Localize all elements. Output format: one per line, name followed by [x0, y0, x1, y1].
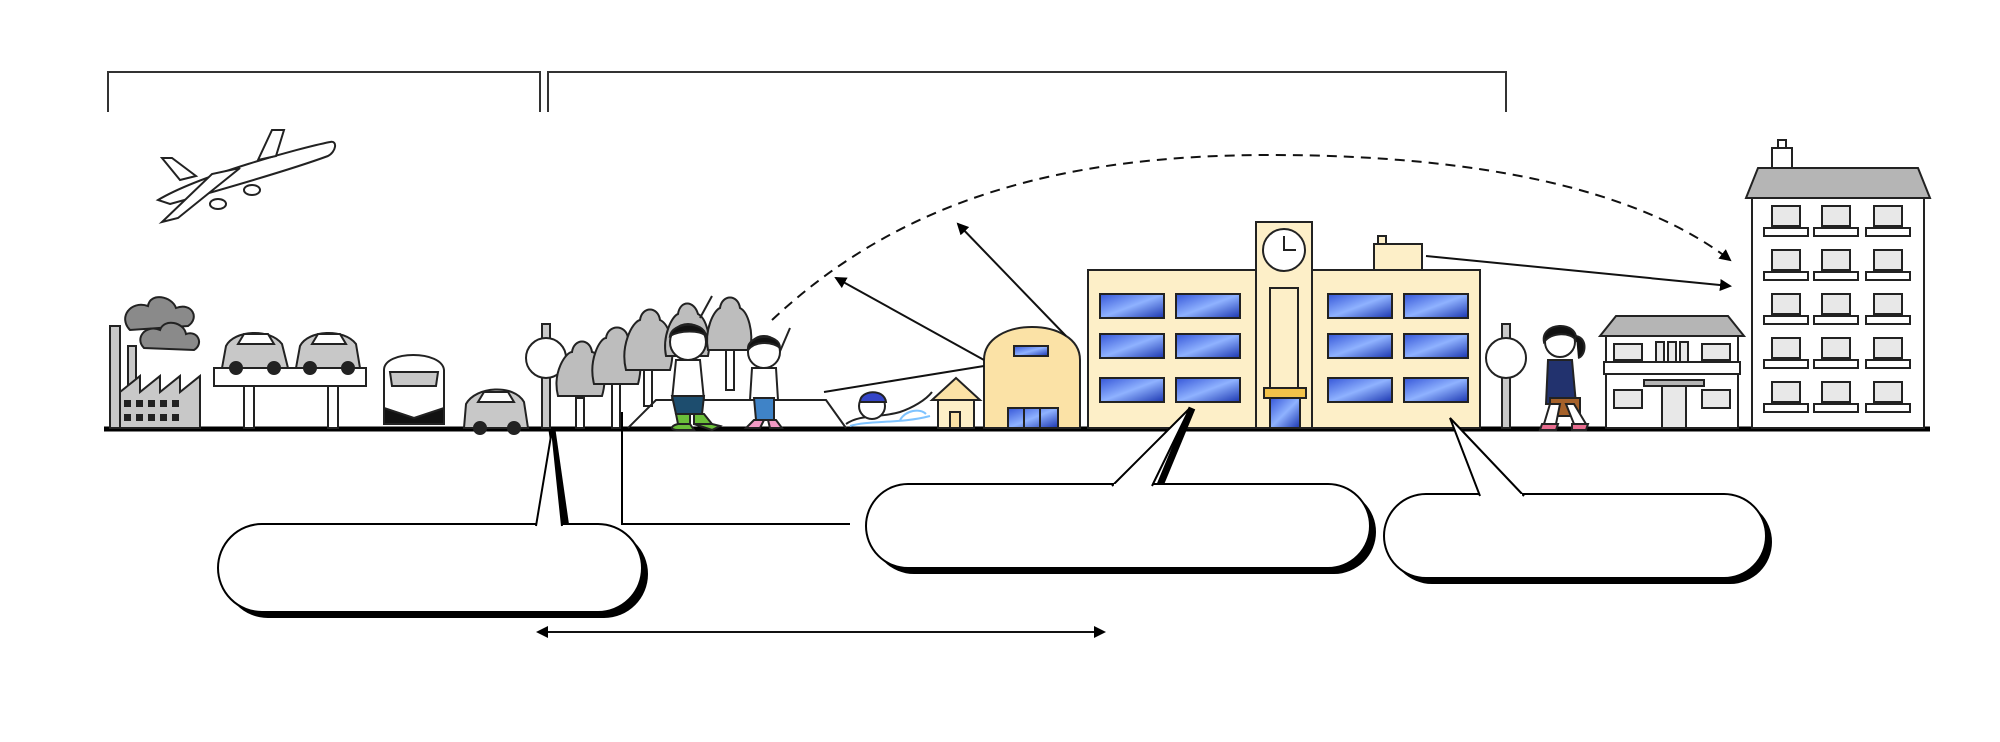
apartment-building-icon — [1744, 139, 1932, 429]
arrow-gym-to-swimmer — [823, 365, 985, 393]
student-walking-icon — [1538, 325, 1590, 431]
airplane-icon — [155, 129, 336, 224]
arrow-school-to-apartment — [1425, 255, 1732, 291]
bracket-right — [547, 71, 1507, 112]
child-exercising-icon — [668, 295, 723, 432]
playground-area — [627, 399, 847, 429]
measurement-post-left — [525, 323, 567, 429]
arrow-gym-up — [956, 222, 1067, 337]
dashed-arc-arrow — [771, 153, 1732, 321]
house-icon — [929, 376, 983, 429]
tree-icon — [623, 308, 674, 407]
child-exercising-icon — [743, 327, 791, 429]
measurement-post-right — [1485, 323, 1527, 429]
callout-right — [1383, 417, 1772, 584]
car-icon — [294, 331, 362, 375]
car-icon — [220, 331, 290, 375]
bullet-train-icon — [383, 354, 445, 425]
gymnasium-icon — [983, 326, 1081, 429]
factory-icon — [109, 296, 201, 429]
callout-connector-trees — [621, 412, 850, 525]
bracket-left — [107, 71, 541, 112]
elevated-highway — [213, 367, 367, 429]
tree-icon — [706, 296, 753, 391]
residential-house-icon — [1597, 315, 1747, 429]
callout-center — [865, 406, 1376, 574]
arrow-gym-to-trees — [834, 277, 985, 361]
callout-left — [217, 429, 648, 618]
car-icon — [462, 388, 530, 435]
swimmer-icon — [845, 391, 933, 427]
school-building-icon — [1087, 221, 1481, 429]
